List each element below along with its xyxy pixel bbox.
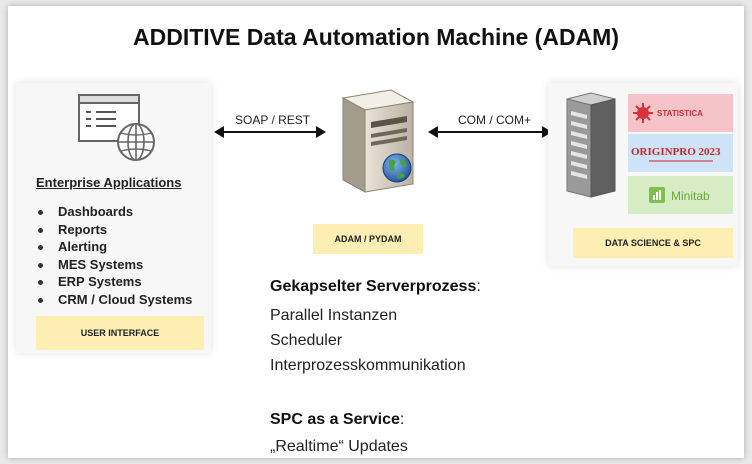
statistica-logo: STATISTICA: [628, 94, 733, 132]
list-item: CRM / Cloud Systems: [36, 291, 192, 309]
data-science-spc-tag: DATA SCIENCE & SPC: [573, 228, 733, 258]
application-window-icon: [78, 94, 155, 161]
soap-rest-arrow: [214, 126, 326, 138]
server-process-line: Parallel Instanzen: [270, 307, 398, 324]
spc-heading: SPC as a Service:: [270, 411, 405, 428]
minitab-logo: Minitab: [628, 176, 733, 214]
originpro-logo: ORIGINPRO 2023: [628, 134, 733, 172]
enterprise-applications-list: Dashboards Reports Alerting MES Systems …: [36, 203, 192, 309]
server-process-line: Interprozesskommunikation: [270, 357, 466, 374]
server-process-heading-text: Gekapselter Serverprozess: [270, 278, 477, 295]
list-item: Alerting: [36, 238, 192, 256]
originpro-logo-text: ORIGINPRO 2023: [631, 146, 721, 158]
soap-rest-label: SOAP / REST: [235, 113, 311, 127]
adam-pydam-tag: ADAM / PYDAM: [313, 224, 423, 254]
spc-heading-text: SPC as a Service: [270, 411, 400, 428]
statistica-logo-text: STATISTICA: [657, 109, 703, 118]
list-item: MES Systems: [36, 256, 192, 274]
server-process-line: Scheduler: [270, 332, 343, 349]
tower-server-icon: [566, 92, 616, 198]
com-arrow: [428, 126, 552, 138]
list-item: Dashboards: [36, 203, 192, 221]
list-item: Reports: [36, 221, 192, 239]
slide: ADDITIVE Data Automation Machine (ADAM) …: [8, 6, 744, 458]
enterprise-applications-heading: Enterprise Applications: [36, 175, 182, 190]
list-item: ERP Systems: [36, 273, 192, 291]
minitab-logo-text: Minitab: [671, 189, 710, 203]
spc-line: „Realtime“ Updates: [270, 438, 408, 455]
server-process-heading: Gekapselter Serverprozess:: [270, 278, 481, 295]
com-label: COM / COM+: [458, 113, 532, 127]
slide-title: ADDITIVE Data Automation Machine (ADAM): [133, 24, 619, 50]
user-interface-tag: USER INTERFACE: [36, 316, 204, 350]
server-icon: [341, 89, 415, 193]
